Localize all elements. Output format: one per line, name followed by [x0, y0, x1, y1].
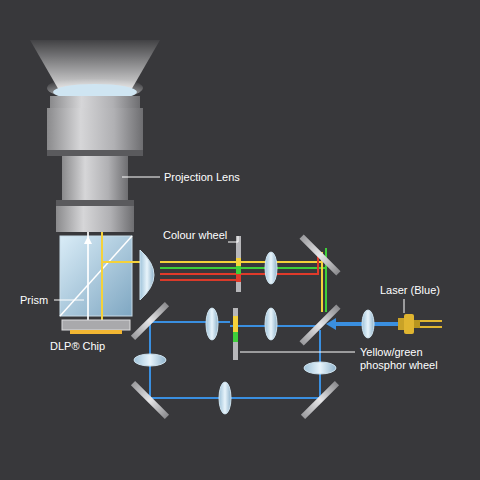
part-label: Laser (Blue) — [380, 284, 440, 297]
part-label: DLP® Chip — [50, 340, 105, 353]
part-label: Projection Lens — [164, 171, 240, 184]
part-label: Yellow/green phosphor wheel — [360, 346, 460, 372]
part-label: Prism — [20, 294, 48, 307]
part-label: Colour wheel — [163, 229, 227, 242]
